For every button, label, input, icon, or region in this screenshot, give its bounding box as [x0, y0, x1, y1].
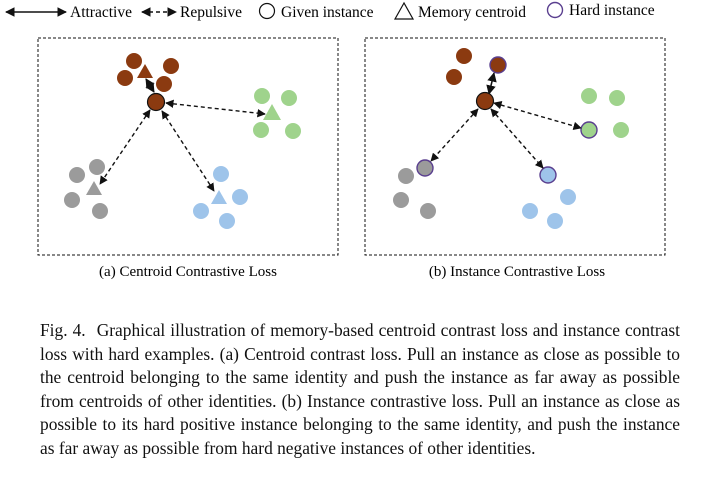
gray-instance [64, 192, 80, 208]
blue-centroid [211, 190, 227, 204]
gray-instance [92, 203, 108, 219]
panel-a-label: (a) Centroid Contrastive Loss [99, 264, 277, 280]
panel-b-frame [364, 37, 666, 256]
panel-b-label: (b) Instance Contrastive Loss [429, 264, 605, 280]
gray-centroid [86, 181, 102, 195]
hard-negative-instance [580, 121, 598, 139]
legend-attractive: Attractive [70, 4, 132, 21]
caption-text: Graphical illustration of memory-based c… [40, 320, 681, 458]
figure-number: Fig. 4. [40, 320, 86, 340]
figure-caption: Fig. 4. Graphical illustration of memory… [40, 319, 680, 461]
attractive-arrow [145, 78, 155, 93]
green-instance [609, 90, 625, 106]
hard-instance-icon [546, 1, 564, 19]
brown-instance [126, 53, 142, 69]
green-instance [285, 123, 301, 139]
blue-instance [560, 189, 576, 205]
figure-illustration: Attractive Repulsive Given instance Memo… [5, 1, 666, 280]
attractive-arrow [486, 72, 497, 95]
blue-instance [522, 203, 538, 219]
green-instance [281, 90, 297, 106]
hard-negative-instance [539, 166, 557, 184]
gray-instance [420, 203, 436, 219]
green-instance [581, 88, 597, 104]
blue-instance [232, 189, 248, 205]
repulsive-arrow [430, 108, 479, 162]
repulsive-arrow [493, 101, 582, 130]
repulsive-arrow [490, 108, 544, 169]
panel-instance-contrastive: (b) Instance Contrastive Loss [364, 37, 666, 280]
legend: Attractive Repulsive Given instance Memo… [5, 1, 655, 21]
legend-memory-centroid: Memory centroid [418, 4, 526, 21]
blue-instance [193, 203, 209, 219]
legend-repulsive: Repulsive [180, 4, 242, 21]
brown-instance [117, 70, 133, 86]
blue-instance [219, 213, 235, 229]
panel-a-frame [37, 37, 339, 256]
brown-instance [446, 69, 462, 85]
given-instance-icon [258, 2, 276, 20]
hard-positive-instance [489, 56, 507, 74]
green-instance [613, 122, 629, 138]
legend-given-instance: Given instance [281, 4, 374, 21]
brown-instance [156, 76, 172, 92]
gray-instance [69, 167, 85, 183]
brown-instance [163, 58, 179, 74]
repulsive-arrow [165, 99, 266, 118]
blue-instance [213, 166, 229, 182]
hard-negative-instance [416, 159, 434, 177]
panel-centroid-contrastive: (a) Centroid Contrastive Loss [37, 37, 339, 280]
gray-instance [89, 159, 105, 175]
repulsive-arrow [161, 110, 215, 192]
memory-centroid-icon [393, 1, 415, 20]
green-instance [253, 122, 269, 138]
gray-instance [393, 192, 409, 208]
brown-centroid [137, 64, 153, 78]
blue-instance [547, 213, 563, 229]
repulsive-arrow [99, 109, 151, 185]
given-instance [475, 91, 495, 111]
given-instance [146, 92, 166, 112]
legend-hard-instance: Hard instance [569, 2, 655, 19]
brown-instance [456, 48, 472, 64]
green-centroid [263, 104, 281, 120]
gray-instance [398, 168, 414, 184]
green-instance [254, 88, 270, 104]
